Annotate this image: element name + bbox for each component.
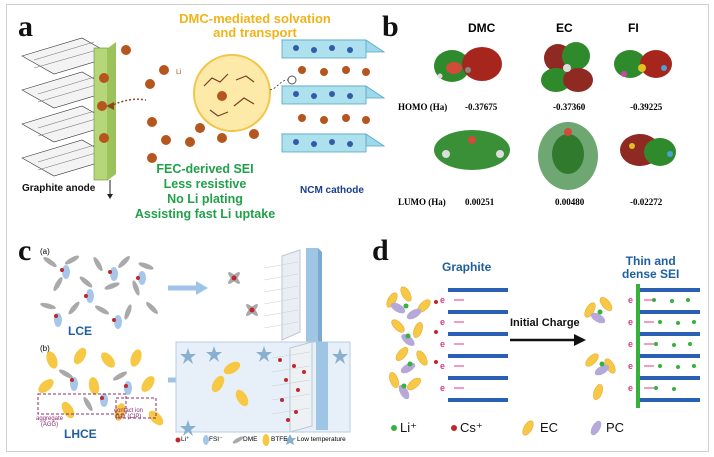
cip-label: contact ion pair (CIP) [114, 408, 144, 421]
ncm-cathode-label: NCM cathode [300, 185, 364, 196]
panel-d-illustration: e e e e e e e e e e [386, 284, 700, 436]
graphite-bars-right [640, 288, 700, 402]
legend-d-li: Li⁺ [400, 420, 417, 435]
legend-d-pc: PC [606, 420, 625, 435]
lumo-dmc-value: 0.00251 [465, 197, 495, 207]
lce-solvation-clusters [228, 272, 258, 316]
homo-label: HOMO (Ha) [398, 102, 448, 112]
panel-c-illustration [37, 248, 351, 446]
lhce-label: LHCE [64, 427, 97, 441]
sei-line-1: FEC-derived SEI [156, 162, 254, 176]
panel-c-legend-glyphs [175, 434, 296, 446]
legend-low-temp: Low temperature [297, 436, 346, 443]
right-clusters [584, 297, 616, 400]
panel-c-sub-b: (b) [40, 344, 50, 353]
lhce-electrode [271, 341, 328, 433]
panel-a-illustration [21, 37, 386, 199]
lumo-ec [538, 122, 598, 190]
sei-line-4: Assisting fast Li uptake [134, 207, 276, 221]
electron-1: e [440, 295, 445, 305]
panel-c-sub-a: (a) [40, 247, 50, 256]
sei-text-block: FEC-derived SEI Less resistive No Li pla… [130, 162, 280, 222]
left-clusters [386, 286, 438, 400]
lce-electrode [263, 248, 322, 348]
panel-d-legend-glyphs [391, 420, 602, 436]
col-fi: FI [628, 21, 639, 35]
sei-line-2: Less resistive [163, 177, 247, 191]
lce-label: LCE [68, 324, 92, 338]
panel-d-letter: d [372, 234, 389, 267]
legend-dme: DME [243, 436, 258, 443]
legend-fsi: FSI⁻ [209, 436, 223, 443]
graphite-anode-label: Graphite anode [22, 183, 96, 194]
col-ec: EC [556, 21, 573, 35]
homo-ec-value: -0.37360 [553, 102, 586, 112]
homo-ec [541, 42, 593, 92]
panel-a-letter: a [18, 10, 33, 43]
electron-arrows-left [454, 299, 464, 389]
lumo-ec-value: 0.00480 [555, 197, 585, 207]
low-temp-stars [180, 346, 348, 436]
electron-3: e [440, 339, 445, 349]
agg-label: aggregate (AGG) [36, 416, 64, 429]
homo-dmc [434, 47, 502, 82]
sei-layer [636, 284, 640, 408]
lhce-molecules [38, 347, 164, 426]
thin-dense-sei-label: Thin and dense SEI [622, 254, 680, 281]
electron-5: e [440, 383, 445, 393]
legend-d-cs: Cs⁺ [460, 420, 483, 435]
panel-b-letter: b [382, 10, 399, 43]
col-dmc: DMC [468, 21, 496, 35]
svg-text:e: e [628, 361, 633, 371]
sei-line-3: No Li plating [167, 192, 243, 206]
legend-li: Li⁺ [181, 436, 190, 443]
initial-charge-label: Initial Charge [510, 317, 580, 329]
electron-2: e [440, 317, 445, 327]
graphite-label: Graphite [442, 260, 492, 274]
legend-d-ec: EC [540, 420, 559, 435]
graphite-bars-left [448, 288, 508, 402]
panel-c-letter: c [18, 234, 32, 267]
graphite-layers [21, 37, 115, 177]
sei-plate [93, 47, 109, 181]
lce-molecules [40, 255, 158, 329]
lumo-fi [620, 134, 676, 166]
solvation-sphere [193, 54, 271, 132]
legend-btfe: BTFE [271, 436, 288, 443]
homo-dmc-value: -0.37675 [465, 102, 498, 112]
sphere-li-label: Li [176, 69, 182, 76]
orbital-plots [434, 42, 676, 190]
electron-4: e [440, 361, 445, 371]
lumo-fi-value: -0.02272 [630, 197, 663, 207]
svg-text:e: e [628, 339, 633, 349]
svg-text:e: e [628, 317, 633, 327]
panel-a-title: DMC-mediated solvation and transport [179, 11, 331, 40]
homo-fi [614, 50, 672, 78]
electron-arrows-right [644, 299, 654, 389]
homo-fi-value: -0.39225 [630, 102, 663, 112]
svg-text:e: e [628, 383, 633, 393]
svg-text:e: e [628, 295, 633, 305]
lumo-dmc [434, 130, 510, 170]
lumo-label: LUMO (Ha) [398, 197, 446, 207]
